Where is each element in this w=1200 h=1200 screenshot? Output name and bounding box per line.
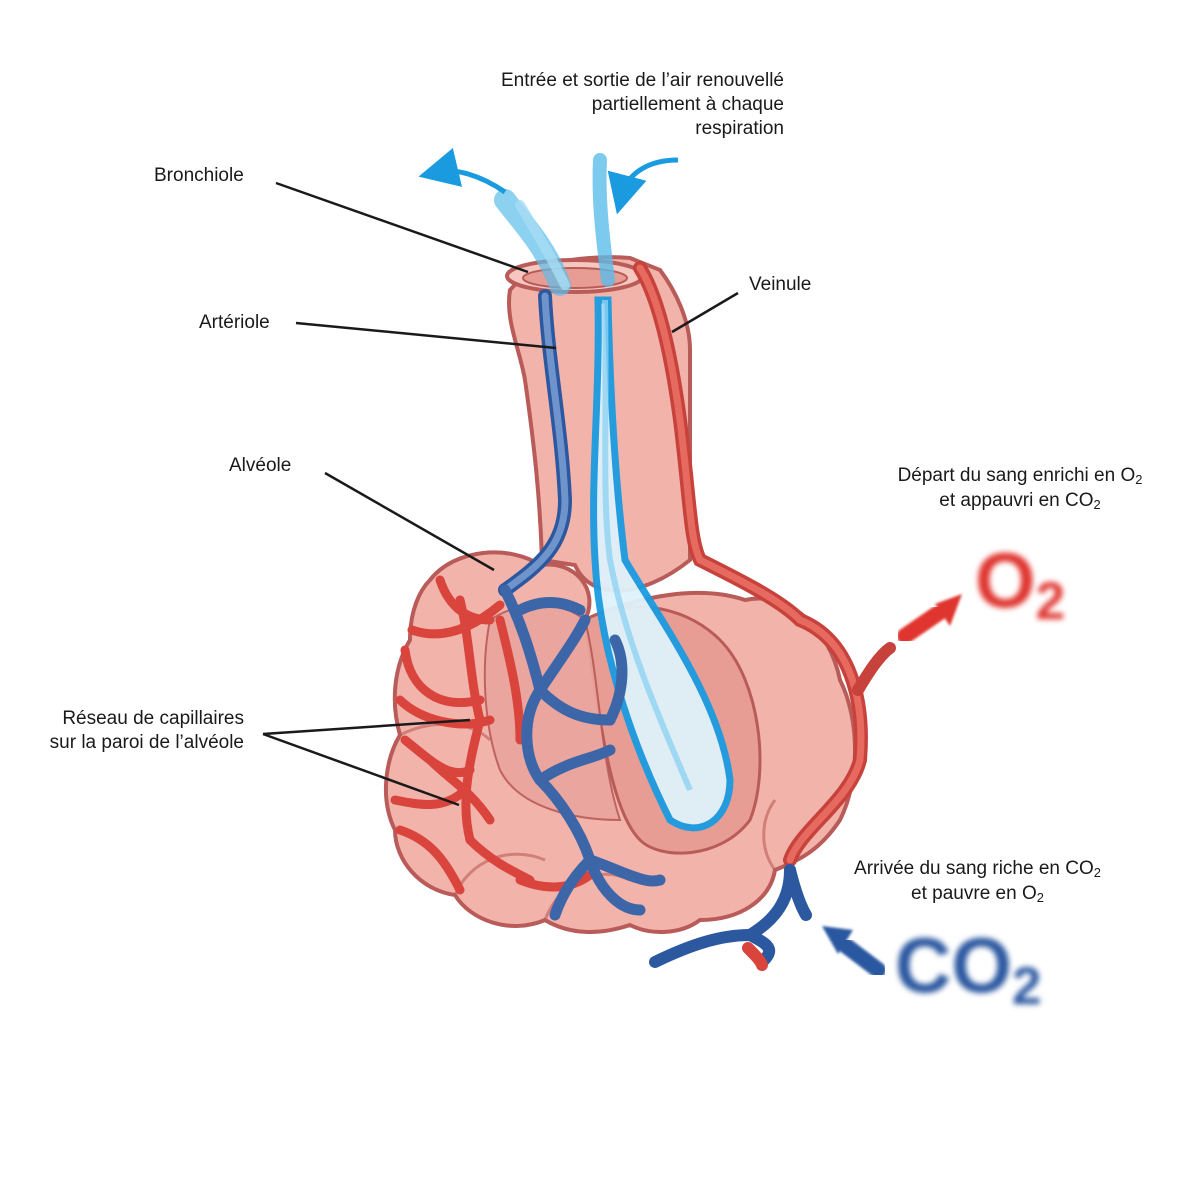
air-flow-caption-line-3: respiration	[695, 118, 784, 139]
arteriole-label: Artériole	[199, 312, 270, 333]
veinule-vessel	[633, 261, 896, 867]
capillary-network-red	[390, 575, 595, 895]
deoxygenated-blood-caption-sub-1: 2	[1093, 864, 1101, 880]
co2-symbol-main: CO	[895, 921, 1012, 1009]
veinule-label: Veinule	[749, 274, 812, 295]
capillary-network-blue	[499, 584, 666, 921]
capillary-network-caption-line-1: Réseau de capillaires	[62, 708, 244, 729]
air-out-arrow	[418, 147, 507, 195]
leader-lines	[262, 181, 739, 807]
co2-symbol-sub: 2	[1012, 956, 1042, 1016]
deoxygenated-blood-caption-line-2: et pauvre en O	[911, 883, 1037, 904]
o2-symbol-sub: 2	[1035, 571, 1066, 631]
co2-in-arrow	[837, 937, 886, 978]
air-flow	[418, 147, 679, 296]
deoxygenated-blood-caption-sub-2: 2	[1036, 889, 1044, 905]
oxygenated-blood-caption-line-2: et appauvri en CO	[939, 490, 1094, 511]
deoxygenated-blood-caption-line-1: Arrivée du sang riche en CO	[854, 858, 1094, 879]
capillary-network-caption: Réseau de capillaires sur la paroi de l’…	[20, 707, 244, 755]
inflow-vessels	[649, 864, 812, 971]
air-in-arrow	[607, 157, 679, 215]
deoxygenated-blood-caption: Arrivée du sang riche en CO2 et pauvre e…	[830, 857, 1125, 907]
o2-symbol: O2	[975, 540, 1066, 631]
co2-symbol: CO2	[895, 925, 1042, 1016]
alveole-label: Alvéole	[229, 455, 292, 476]
oxygenated-blood-caption-line-1: Départ du sang enrichi en O	[897, 465, 1136, 486]
air-flow-caption: Entrée et sortie de l’air renouvellé par…	[450, 69, 784, 141]
o2-symbol-main: O	[975, 536, 1036, 624]
oxygenated-blood-caption: Départ du sang enrichi en O2 et appauvri…	[880, 464, 1160, 514]
capillary-network-caption-line-2: sur la paroi de l’alvéole	[49, 732, 244, 753]
bronchiole-label: Bronchiole	[154, 165, 244, 186]
air-flow-caption-line-2: partiellement à chaque	[591, 94, 784, 115]
gas-arrows	[822, 594, 962, 978]
oxygenated-blood-caption-sub-1: 2	[1135, 471, 1143, 487]
oxygenated-blood-caption-sub-2: 2	[1093, 496, 1101, 512]
air-flow-caption-line-1: Entrée et sortie de l’air renouvellé	[500, 70, 784, 91]
o2-out-arrow	[897, 604, 948, 644]
